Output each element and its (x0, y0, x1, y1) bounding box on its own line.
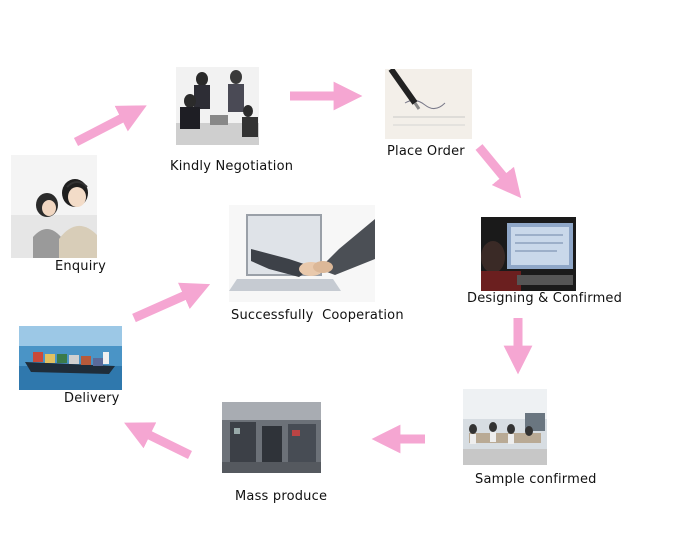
mass-produce-photo (222, 402, 321, 473)
arrow-mass-to-delivery (124, 422, 192, 460)
delivery-photo (19, 326, 122, 390)
step-label-delivery: Delivery (64, 391, 120, 406)
step-label-designing: Designing & Confirmed (467, 291, 623, 306)
arrow-order-to-designing (475, 144, 522, 199)
sample-photo (463, 389, 547, 465)
cooperation-photo (229, 205, 375, 302)
place-order-photo (385, 69, 472, 139)
step-label-cooperation: Successfully Cooperation (231, 308, 404, 323)
arrow-delivery-to-cooperation (132, 282, 211, 323)
enquiry-photo (11, 155, 97, 258)
negotiation-photo (176, 67, 259, 145)
step-label-negotiation: Kindly Negotiation (170, 159, 294, 174)
step-label-mass-produce: Mass produce (235, 489, 328, 504)
step-label-sample: Sample confirmed (475, 472, 597, 487)
step-label-place-order: Place Order (387, 144, 465, 159)
arrow-enquiry-to-negotiation (73, 105, 147, 146)
designing-photo (481, 217, 576, 291)
step-label-enquiry: Enquiry (55, 259, 106, 274)
